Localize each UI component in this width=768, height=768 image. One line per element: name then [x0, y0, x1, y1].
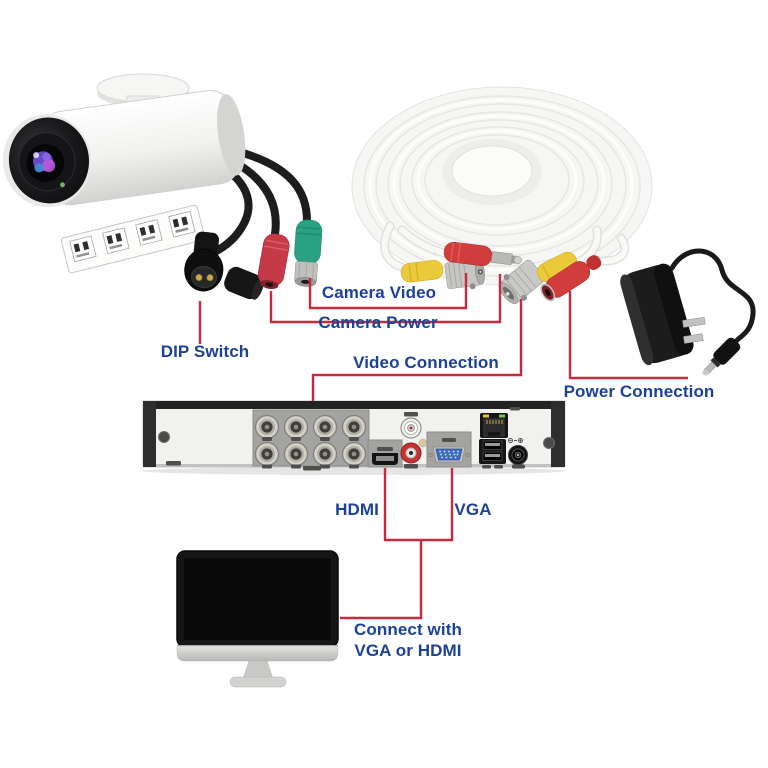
camera-status-led — [60, 182, 65, 188]
cable-coil-illustration — [351, 86, 653, 305]
dvr-dc-power-input — [508, 438, 528, 469]
monitor-chin — [176, 645, 339, 662]
dip-switch-connector — [184, 231, 224, 292]
monitor-illustration — [176, 550, 339, 688]
label-video-connection: Video Connection — [353, 353, 499, 372]
dvr-rca-audio-red — [400, 442, 422, 469]
adapter-plug-prong — [683, 333, 704, 344]
dvr-rca-audio-white — [400, 412, 422, 439]
line-power-connection — [568, 291, 688, 380]
camera-video-connector — [294, 219, 323, 287]
dvr-screw — [543, 437, 555, 449]
label-camera-power: Camera Power — [318, 313, 438, 332]
label-dip-switch: DIP Switch — [160, 342, 250, 361]
annotation-lines — [198, 273, 688, 620]
line-camera-power — [269, 274, 502, 324]
dvr-bnc-input-panel — [252, 409, 370, 471]
monitor-stand-neck — [242, 660, 274, 680]
power-adapter-illustration — [620, 248, 756, 376]
dvr-screw — [158, 431, 170, 443]
dvr-hdmi-port — [367, 439, 403, 468]
bnc-port-labels — [262, 437, 359, 471]
line-connect-monitor — [340, 540, 423, 620]
label-vga: VGA — [454, 500, 492, 519]
label-camera-video: Camera Video — [321, 283, 437, 302]
adapter-plug-prong — [682, 316, 706, 328]
cable-bnc-boot-a — [400, 260, 444, 283]
ethernet-led-yellow — [483, 414, 489, 418]
adapter-body — [620, 263, 694, 366]
monitor-screen — [184, 558, 331, 640]
dvr-buzzer — [418, 438, 428, 448]
line-hdmi-vga — [383, 468, 454, 542]
vga-pins — [439, 450, 459, 459]
dip-switch-sticker — [60, 204, 206, 274]
dvr-illustration — [142, 400, 566, 475]
camera-illustration — [2, 73, 323, 300]
dvr-vga-port — [426, 431, 472, 468]
label-connect-line2: VGA or HDMI — [354, 641, 462, 660]
dvr-usb-ports — [479, 439, 506, 469]
cable-power-jack-b — [540, 255, 602, 302]
coil-sheen — [368, 98, 634, 272]
monitor-stand-base — [229, 676, 287, 688]
line-camera-video — [308, 273, 468, 310]
label-power-connection: Power Connection — [563, 382, 715, 401]
label-hdmi: HDMI — [335, 500, 379, 519]
label-connect-with: Connect with VGA or HDMI — [354, 619, 462, 661]
camera-power-connector — [257, 233, 290, 290]
dvr-ethernet-port — [480, 407, 520, 438]
coil-windings — [363, 95, 641, 277]
line-video-connection — [311, 299, 523, 401]
label-connect-line1: Connect with — [354, 620, 462, 639]
adapter-barrel-plug — [702, 337, 741, 376]
camera-body — [2, 90, 246, 208]
adapter-cord — [669, 248, 756, 352]
cable-power-plug-a — [443, 241, 522, 267]
ethernet-led-green — [499, 414, 505, 418]
